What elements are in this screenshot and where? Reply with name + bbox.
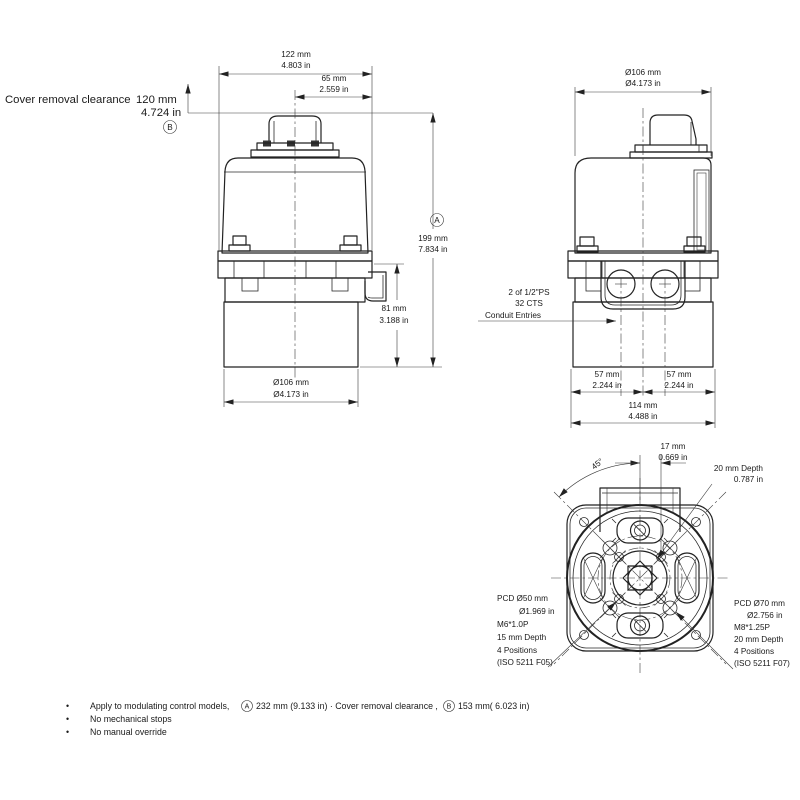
dim-57-right-mm: 57 mm: [666, 370, 691, 379]
clearance-label: Cover removal clearance: [5, 94, 131, 106]
pcd50-line3: M6*1.0P: [497, 620, 529, 629]
note-datum-b-label: B: [447, 704, 452, 711]
pcd50-line4: 15 mm Depth: [497, 633, 547, 642]
note-1-part1: Apply to modulating control models,: [90, 701, 229, 711]
note-3: No manual override: [90, 727, 167, 737]
dim-114-in: 4.488 in: [628, 412, 658, 421]
dim-17-mm: 17 mm: [660, 442, 685, 451]
datum-a-circle: [430, 213, 444, 227]
dim-17-in: 0.669 in: [658, 453, 688, 462]
bottom-view-dimensions: 17 mm 0.669 in 45° 20 mm Depth 0.787 in …: [497, 442, 790, 670]
conduit-note-line2: 32 CTS: [515, 299, 543, 308]
dim-106-front-in: Ø4.173 in: [273, 390, 309, 399]
dim-106-front-mm: Ø106 mm: [273, 378, 309, 387]
bullet-1: •: [66, 701, 69, 711]
pcd70-line1: PCD Ø70 mm: [734, 599, 785, 608]
bolt-pad-top: [611, 517, 669, 544]
pcd70-line5: 4 Positions: [734, 647, 774, 656]
front-view-geometry: [217, 90, 387, 378]
dim-57-left-in: 2.244 in: [592, 381, 622, 390]
side-view: Ø106 mm Ø4.173 in 2 of 1/2"PS 32 CTS Con…: [478, 68, 719, 428]
bullet-3: •: [66, 727, 69, 737]
pcd70-label: PCD Ø70 mm Ø2.756 in M8*1.25P 20 mm Dept…: [675, 599, 790, 670]
pcd70-line2: Ø2.756 in: [747, 611, 783, 620]
note-datum-a-label: A: [245, 704, 250, 711]
bolt-pad-bottom: [611, 612, 669, 639]
pcd70-line4: 20 mm Depth: [734, 635, 784, 644]
note-datum-a-circle: [241, 700, 253, 712]
pcd50-line2: Ø1.969 in: [519, 607, 555, 616]
clearance-in: 4.724 in: [141, 107, 181, 119]
pcd70-line6: (ISO 5211 F07): [734, 659, 790, 668]
pcd50-line6: (ISO 5211 F05): [497, 658, 553, 667]
depth-note-in: 0.787 in: [734, 475, 764, 484]
dim-57-right-in: 2.244 in: [664, 381, 694, 390]
datum-a-label: A: [434, 216, 440, 225]
pcd50-line1: PCD Ø50 mm: [497, 594, 548, 603]
conduit-note-line3: Conduit Entries: [485, 311, 541, 320]
dim-122-mm: 122 mm: [281, 50, 311, 59]
note-1-part3: 153 mm( 6.023 in): [458, 701, 529, 711]
dim-114-mm: 114 mm: [629, 401, 658, 410]
dim-106-side-in: Ø4.173 in: [625, 79, 661, 88]
note-datum-b-circle: [443, 700, 455, 712]
dim-81-in: 3.188 in: [379, 316, 409, 325]
note-2: No mechanical stops: [90, 714, 172, 724]
depth-note-mm: 20 mm Depth: [714, 464, 764, 473]
note-1-part2: 232 mm (9.133 in) · Cover removal cleara…: [256, 701, 438, 711]
conduit-note-line1: 2 of 1/2"PS: [508, 288, 550, 297]
bottom-view: 17 mm 0.669 in 45° 20 mm Depth 0.787 in …: [497, 442, 790, 676]
dim-106-side-mm: Ø106 mm: [625, 68, 661, 77]
dim-81-mm: 81 mm: [381, 304, 406, 313]
side-slot-left: [580, 552, 606, 604]
dim-122-in: 4.803 in: [281, 61, 311, 70]
bottom-view-geometry: [551, 478, 729, 676]
dim-65-in: 2.559 in: [319, 85, 349, 94]
side-view-geometry: [567, 108, 719, 398]
clearance-mm: 120 mm: [136, 94, 177, 106]
pcd70-line3: M8*1.25P: [734, 623, 770, 632]
notes-list: • Apply to modulating control models, A …: [66, 700, 529, 737]
front-view-dimensions: 122 mm 4.803 in 65 mm 2.559 in Cover rem…: [5, 50, 448, 407]
datum-b-label: B: [167, 123, 173, 132]
pcd50-label: PCD Ø50 mm Ø1.969 in M6*1.0P 15 mm Depth…: [497, 594, 617, 668]
dim-65-mm: 65 mm: [321, 74, 346, 83]
side-view-dimensions: Ø106 mm Ø4.173 in 2 of 1/2"PS 32 CTS Con…: [478, 68, 716, 428]
pcd50-line5: 4 Positions: [497, 646, 537, 655]
bullet-2: •: [66, 714, 69, 724]
dim-57-left-mm: 57 mm: [594, 370, 619, 379]
datum-b-circle: [163, 120, 177, 134]
side-slot-right: [674, 552, 700, 604]
drive-socket: [612, 550, 668, 606]
dim-199-in: 7.834 in: [418, 245, 448, 254]
dim-199-mm: 199 mm: [418, 234, 448, 243]
front-view: 122 mm 4.803 in 65 mm 2.559 in Cover rem…: [5, 50, 448, 407]
